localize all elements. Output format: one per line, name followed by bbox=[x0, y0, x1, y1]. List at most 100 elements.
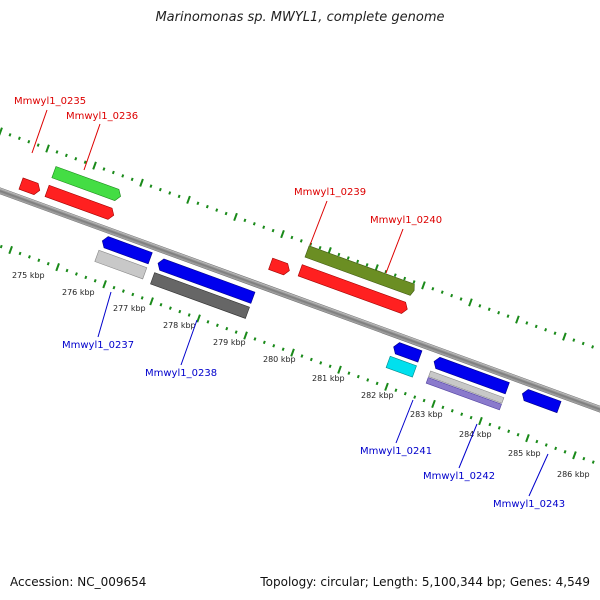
tick-mark bbox=[233, 212, 238, 222]
gene-callout-line bbox=[395, 399, 414, 444]
gene-Mmwyl1_0237-grey[interactable] bbox=[94, 249, 148, 280]
tick-mark bbox=[581, 341, 585, 346]
tick-mark bbox=[280, 229, 285, 239]
genome-backbone bbox=[0, 173, 600, 427]
tick-mark bbox=[450, 409, 454, 413]
tick-mark bbox=[159, 302, 163, 307]
tick-mark bbox=[102, 167, 106, 171]
scale-tick-label: 283 kbp bbox=[410, 410, 443, 419]
tick-mark bbox=[440, 290, 444, 294]
tick-mark bbox=[290, 235, 294, 240]
gene-callout-line bbox=[97, 291, 112, 338]
map-title: Marinomonas sp. MWYL1, complete genome bbox=[155, 10, 445, 25]
gene-label[interactable]: Mmwyl1_0237 bbox=[62, 340, 134, 351]
tick-mark bbox=[497, 310, 501, 315]
tick-mark bbox=[27, 139, 31, 144]
tick-mark bbox=[553, 331, 557, 335]
tick-mark bbox=[318, 245, 322, 250]
gene-label[interactable]: Mmwyl1_0242 bbox=[423, 471, 495, 482]
tick-mark bbox=[478, 416, 483, 426]
gene-callout-line bbox=[83, 123, 101, 171]
tick-mark bbox=[84, 275, 88, 280]
gene-callout-line bbox=[385, 228, 404, 274]
gene-label[interactable]: Mmwyl1_0238 bbox=[145, 368, 217, 379]
gene-label[interactable]: Mmwyl1_0241 bbox=[360, 446, 432, 457]
tick-mark bbox=[17, 136, 21, 141]
gene-Mmwyl1_0237[interactable] bbox=[100, 235, 153, 265]
gene-label[interactable]: Mmwyl1_0235 bbox=[14, 96, 86, 107]
tick-mark bbox=[460, 412, 464, 416]
gene-label[interactable]: Mmwyl1_0243 bbox=[493, 499, 565, 510]
tick-mark bbox=[131, 292, 135, 297]
scale-tick-label: 286 kbp bbox=[557, 470, 590, 479]
gene-label[interactable]: Mmwyl1_0240 bbox=[370, 215, 442, 226]
gene-callout-line bbox=[528, 453, 549, 497]
tick-mark bbox=[252, 222, 256, 226]
tick-mark bbox=[544, 328, 548, 332]
gene-Mmwyl1_0241[interactable] bbox=[385, 355, 417, 378]
tick-mark bbox=[525, 434, 530, 443]
gene-Mmwyl1_0243[interactable] bbox=[520, 388, 562, 414]
tick-mark bbox=[111, 170, 115, 175]
tick-mark bbox=[64, 153, 68, 158]
gene-label[interactable]: Mmwyl1_0239 bbox=[294, 187, 366, 198]
tick-mark bbox=[422, 398, 426, 403]
tick-mark bbox=[262, 225, 266, 229]
tick-mark bbox=[139, 178, 144, 187]
gene-Mmwyl1_0242-grey[interactable] bbox=[425, 370, 505, 411]
tick-mark bbox=[356, 259, 360, 264]
tick-mark bbox=[450, 293, 454, 298]
tick-mark bbox=[394, 388, 398, 393]
gene-Mmwyl1_0239-a[interactable] bbox=[268, 257, 292, 276]
tick-mark bbox=[328, 364, 332, 369]
tick-mark bbox=[281, 347, 285, 351]
gene-label[interactable]: Mmwyl1_0236 bbox=[66, 111, 138, 122]
tick-mark bbox=[487, 307, 491, 312]
tick-mark bbox=[516, 432, 520, 437]
tick-mark bbox=[582, 456, 586, 461]
tick-mark bbox=[384, 382, 389, 391]
tick-mark bbox=[45, 144, 50, 153]
topology-summary: Topology: circular; Length: 5,100,344 bp… bbox=[260, 575, 590, 589]
gene-Mmwyl1_0235[interactable] bbox=[18, 177, 42, 196]
tick-mark bbox=[215, 323, 219, 328]
tick-mark bbox=[186, 195, 191, 204]
gene-Mmwyl1_0238[interactable] bbox=[156, 258, 256, 304]
tick-mark bbox=[431, 287, 435, 291]
tick-mark bbox=[178, 309, 182, 314]
gene-Mmwyl1_0236-cds[interactable] bbox=[44, 184, 116, 221]
tick-mark bbox=[0, 244, 3, 249]
tick-mark bbox=[8, 245, 13, 255]
tick-mark bbox=[375, 381, 379, 386]
gene-callout-line bbox=[31, 109, 48, 154]
scale-tick-label: 277 kbp bbox=[113, 304, 146, 313]
forward-strand-features bbox=[18, 166, 416, 315]
gene-Mmwyl1_0242[interactable] bbox=[432, 356, 510, 395]
gene-Mmwyl1_0241-a[interactable] bbox=[392, 341, 423, 363]
tick-mark bbox=[591, 345, 595, 349]
tick-mark bbox=[412, 280, 416, 284]
tick-mark bbox=[55, 263, 60, 272]
tick-mark bbox=[544, 443, 548, 447]
scale-tick-label: 282 kbp bbox=[361, 391, 394, 400]
reverse-strand-features bbox=[94, 235, 562, 414]
tick-mark bbox=[130, 177, 134, 182]
gene-Mmwyl1_0240[interactable] bbox=[297, 264, 409, 315]
tick-mark bbox=[55, 150, 59, 154]
tick-mark bbox=[8, 133, 12, 137]
tick-mark bbox=[168, 306, 172, 310]
tick-mark bbox=[299, 239, 303, 243]
tick-mark bbox=[534, 324, 538, 329]
scale-tick-label: 279 kbp bbox=[213, 338, 246, 347]
tick-mark bbox=[112, 285, 116, 290]
tick-mark bbox=[121, 289, 125, 293]
gene-Mmwyl1_0236[interactable] bbox=[51, 166, 123, 202]
tick-mark bbox=[272, 344, 276, 348]
gene-Mmwyl1_0239[interactable] bbox=[304, 245, 416, 296]
tick-mark bbox=[488, 422, 492, 427]
gene-Mmwyl1_0238-grey[interactable] bbox=[150, 272, 250, 319]
tick-mark bbox=[337, 252, 341, 257]
tick-mark bbox=[403, 391, 407, 396]
tick-mark bbox=[92, 161, 97, 170]
